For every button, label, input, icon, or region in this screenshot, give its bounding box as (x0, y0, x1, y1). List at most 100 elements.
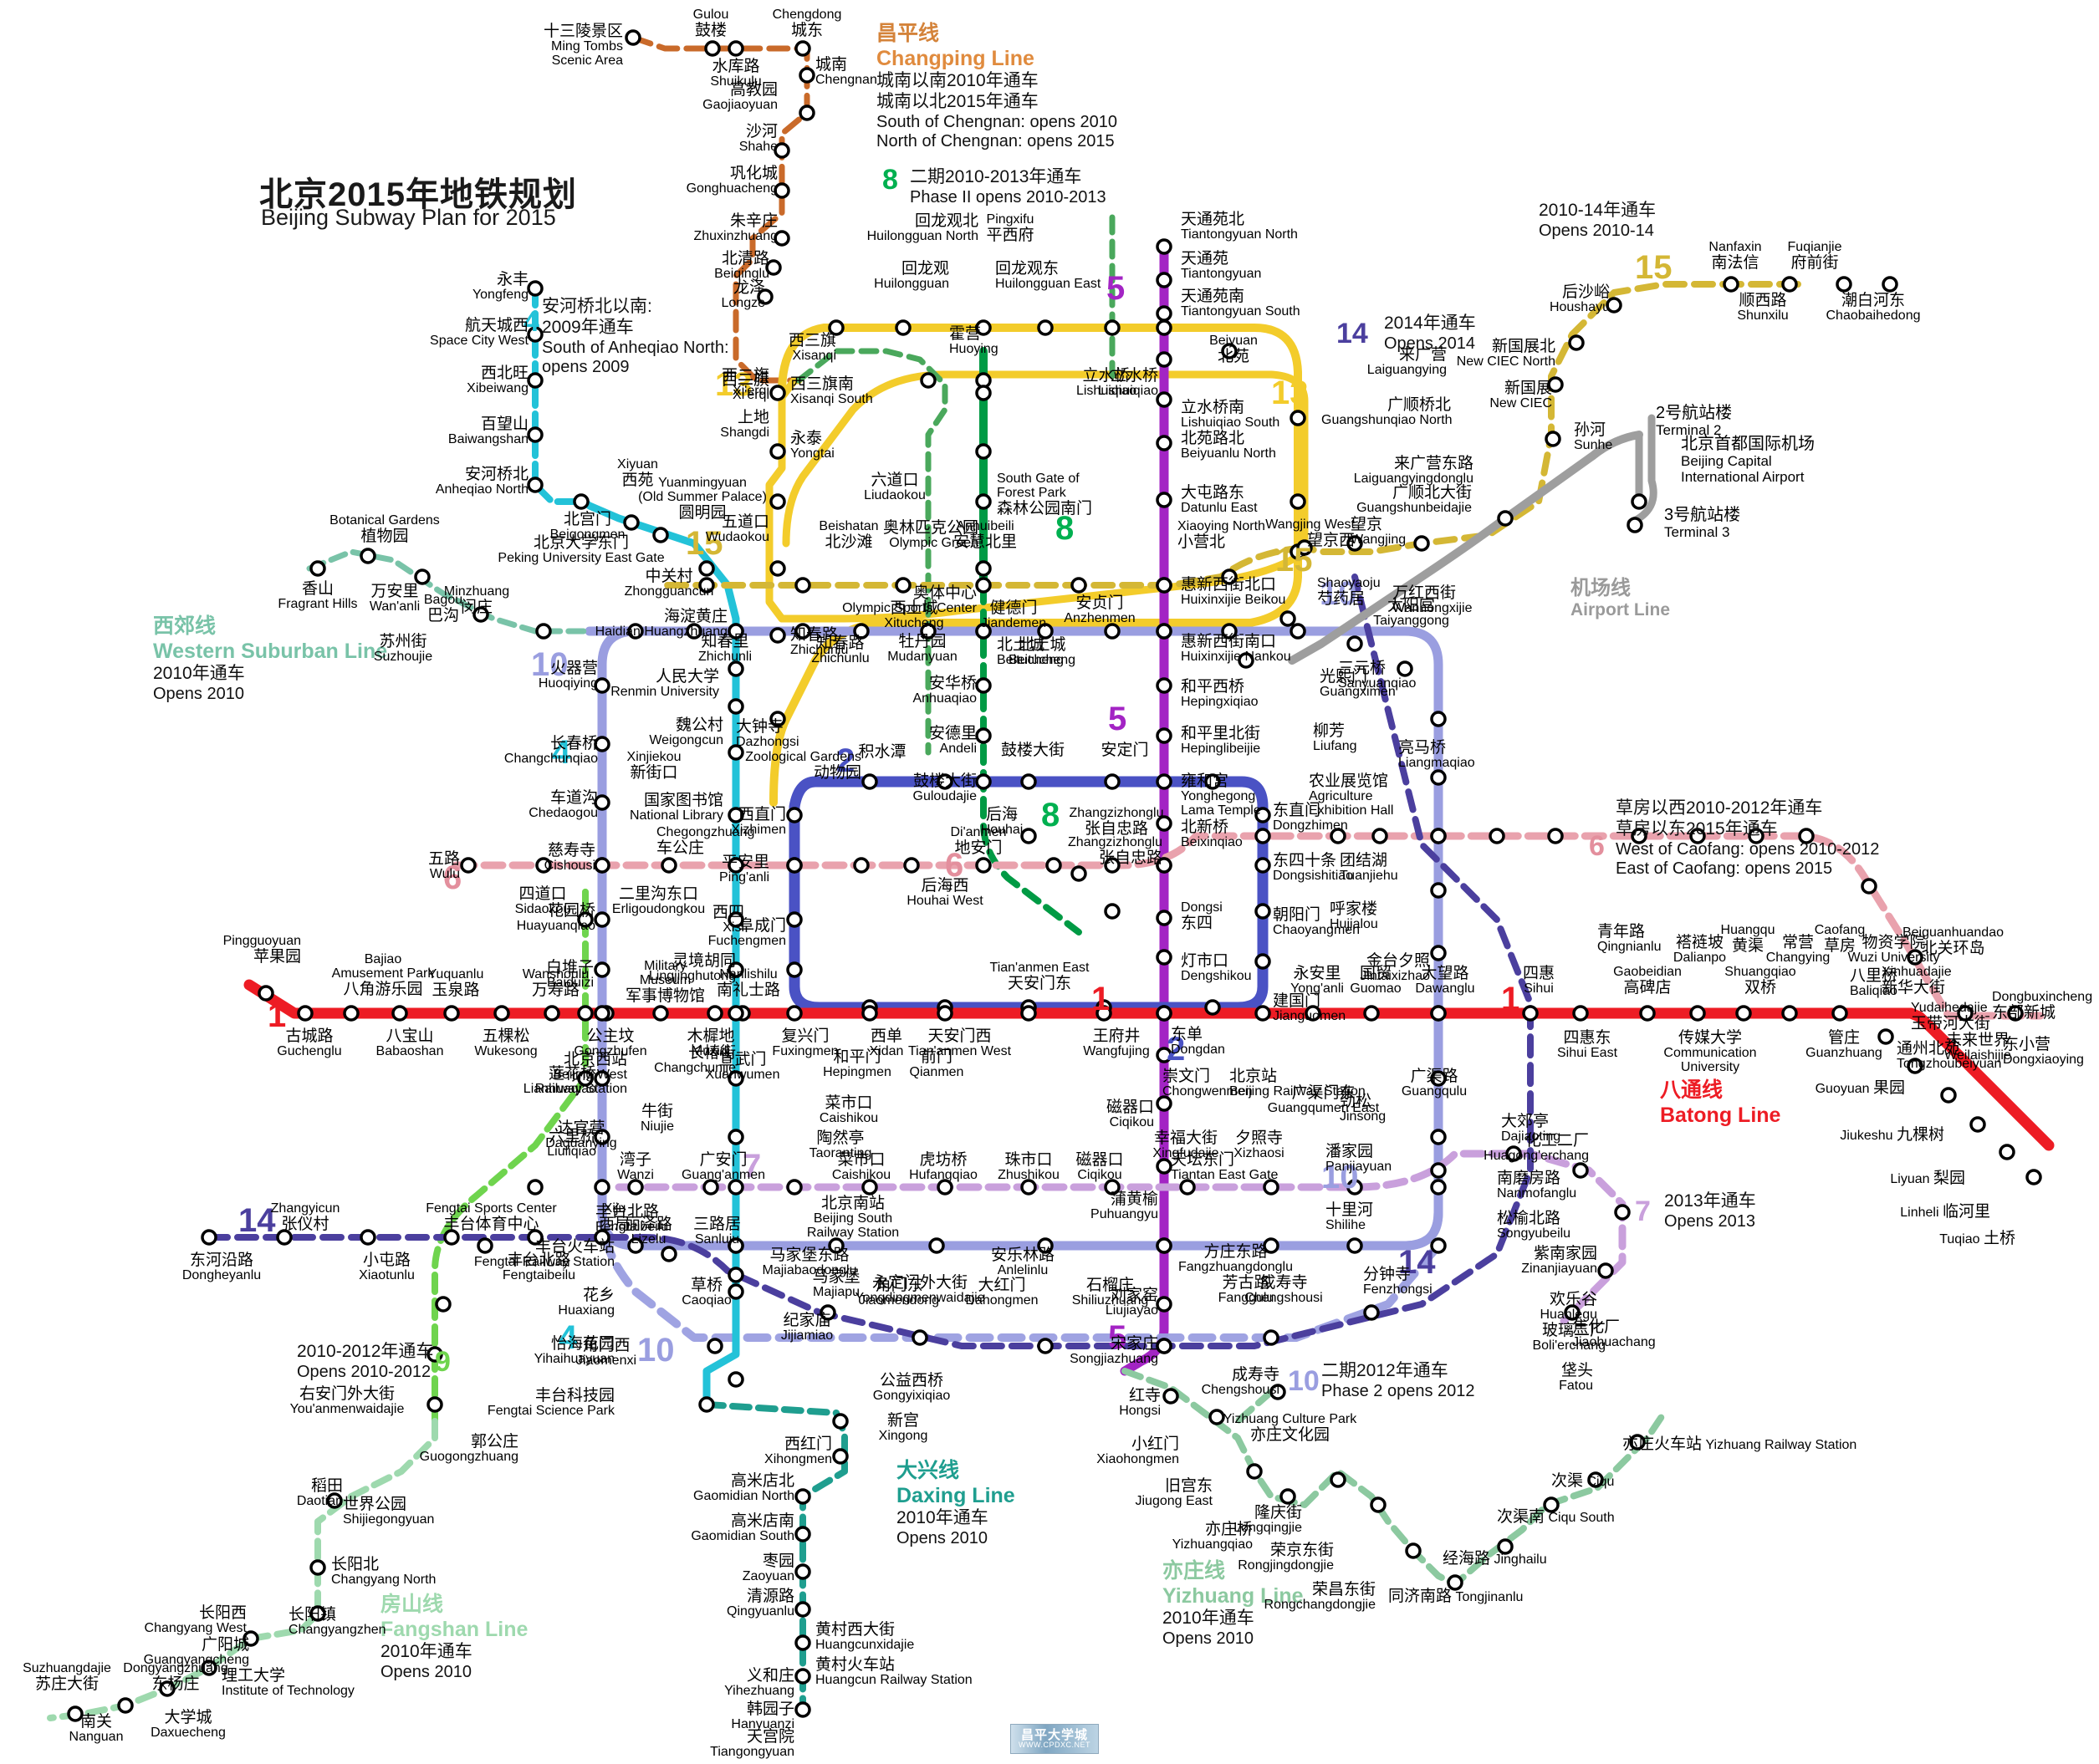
legend-line6: 草房以西2010-2012年通车 草房以东2015年通车 West of Cao… (1616, 798, 1880, 879)
watermark-logo: 昌平大学城 WWW.CPDXC.NET (1010, 1724, 1099, 1754)
beijing-capital-airport-label: 北京首都国际机场 Beijing Capital International A… (1681, 435, 1815, 486)
line-number-14-west: 14 (238, 1202, 276, 1239)
line-8-hlg (795, 348, 948, 756)
legend-fangshan-line: 房山线 Fangshan Line 2010年通车 Opens 2010 (380, 1593, 529, 1681)
line-number-14-legend: 14 (1336, 318, 1368, 349)
legend-line14-right: 2014年通车 Opens 2014 (1384, 314, 1476, 353)
station-label: 鼓楼大街 (1000, 742, 1065, 759)
airport-line (1288, 431, 1643, 665)
line-number-10-west: 10 (531, 646, 569, 683)
legend-line8-phase2: 二期2010-2013年通车 Phase II opens 2010-2013 (910, 167, 1106, 206)
line-14 (206, 574, 1534, 1349)
line-number-2-bottom: 2 (1167, 1031, 1186, 1068)
line-number-15-mid: 15 (1275, 542, 1313, 579)
line-number-1-west: 1 (268, 997, 287, 1034)
line-number-8-north: 8 (1055, 510, 1075, 547)
station-label: Yuanmingyuan (Old Summer Palace)圆明园 (638, 476, 767, 522)
legend-line15: 2010-14年通车 Opens 2010-14 (1539, 201, 1657, 240)
line-5 (1120, 242, 1169, 1376)
legend-daxing-line: 大兴线 Daxing Line 2010年通车 Opens 2010 (896, 1459, 1015, 1547)
line-9 (432, 883, 589, 1425)
